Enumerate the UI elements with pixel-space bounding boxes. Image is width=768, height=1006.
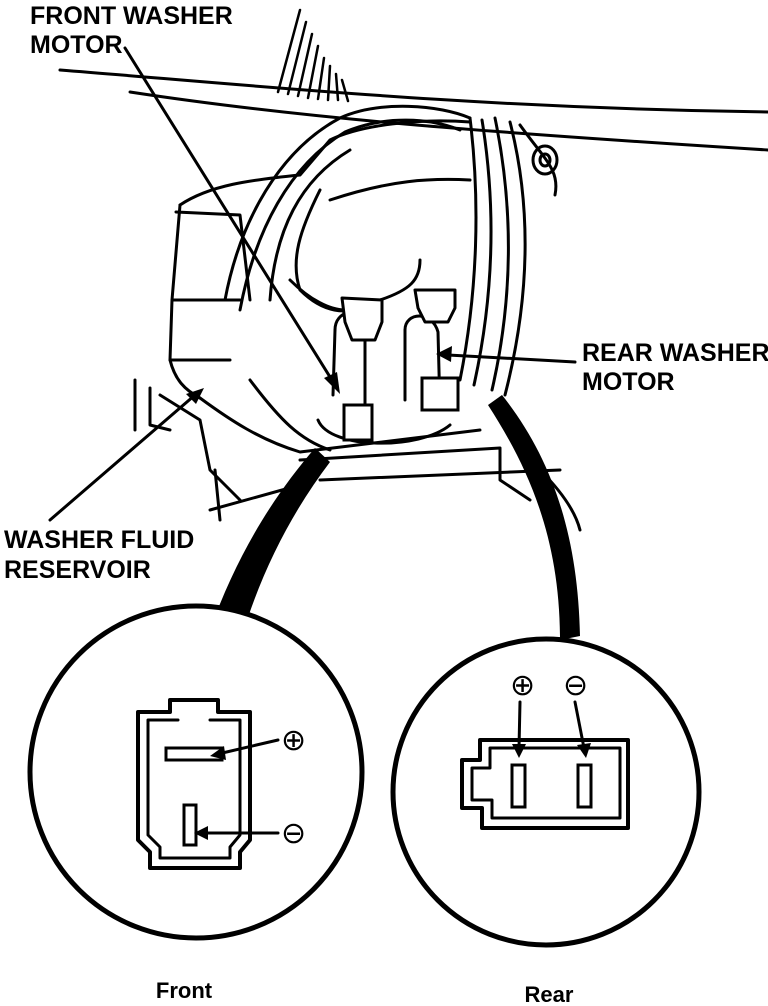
mounting-bolt	[531, 144, 559, 176]
rear-motor-arrowhead	[436, 346, 452, 362]
hoses-and-wiring	[223, 104, 558, 397]
front-connector-housing	[136, 698, 252, 870]
front-motor-leader	[123, 46, 337, 387]
rear-positive-symbol: ⊕	[510, 668, 535, 703]
front-motor-label-line2: MOTOR	[30, 31, 123, 59]
front-motor-arrowhead	[324, 372, 340, 394]
front-negative-symbol: ⊖	[281, 816, 306, 851]
front-detail-circle	[27, 603, 365, 941]
rear-negative-symbol: ⊖	[563, 668, 588, 703]
reservoir-label-line1: WASHER FLUID	[4, 526, 194, 554]
rear-motor-label-line1: REAR WASHER	[582, 339, 768, 367]
front-motor-label-line1: FRONT WASHER	[30, 2, 233, 30]
rear-detail-cable	[488, 395, 580, 640]
reservoir-label-line2: RESERVOIR	[4, 556, 151, 584]
rear-motor-leader	[446, 353, 577, 364]
strut-hatching	[276, 8, 350, 103]
front-detail-caption: Front	[156, 978, 213, 1003]
reservoir-arrowhead	[186, 388, 204, 404]
front-negative-terminal	[182, 803, 198, 847]
rear-positive-terminal	[510, 763, 527, 809]
rear-detail-caption: Rear	[525, 982, 574, 1006]
front-connector-detail: ⊕ ⊖	[27, 603, 365, 941]
reservoir-leader	[48, 393, 197, 522]
rear-motor-label-line2: MOTOR	[582, 368, 675, 396]
front-motor-connector	[340, 296, 384, 442]
leader-lines	[48, 46, 577, 522]
rear-motor-connector	[413, 288, 460, 412]
rear-detail-circle	[390, 636, 702, 948]
rear-negative-terminal	[576, 763, 593, 809]
rear-connector-detail: ⊕ ⊖	[390, 636, 702, 948]
front-detail-cable	[210, 448, 330, 636]
front-positive-symbol: ⊕	[281, 723, 306, 758]
rear-connector-housing	[460, 738, 630, 830]
